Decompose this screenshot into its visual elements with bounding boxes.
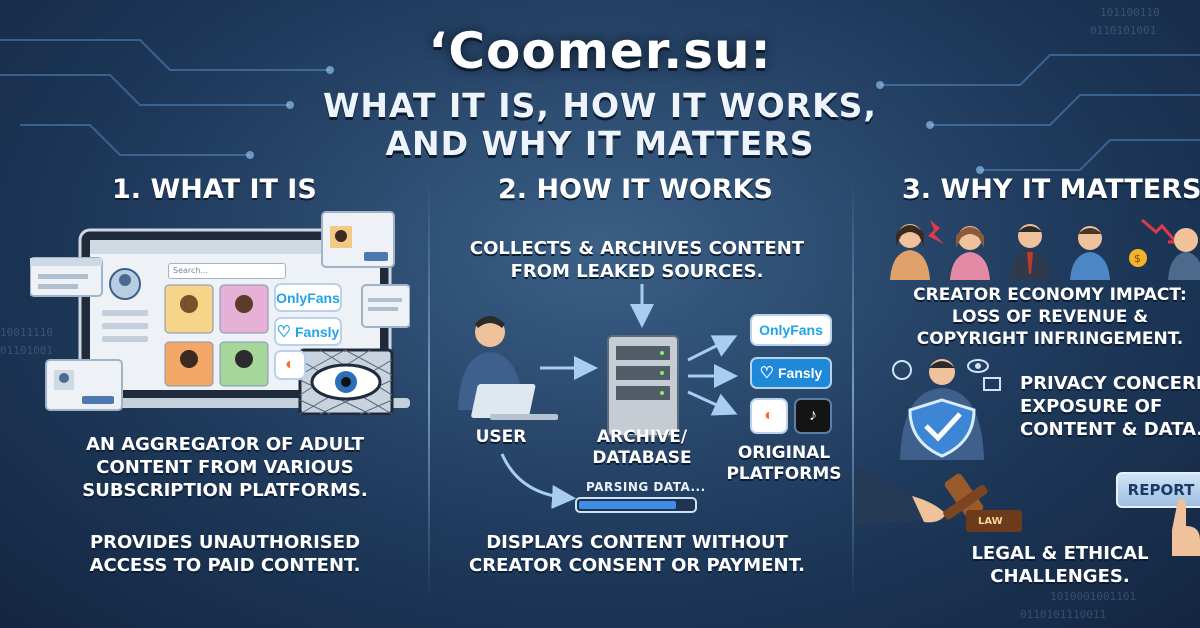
caption-line: EXPOSURE OF <box>1020 396 1163 417</box>
caption-line: AN AGGREGATOR OF ADULT <box>85 434 365 455</box>
caption-line: SUBSCRIPTION PLATFORMS. <box>82 480 368 501</box>
heart-lock-icon: ♡ <box>759 365 774 382</box>
c-logo-icon: ◐ <box>285 356 295 373</box>
gavel-hand-illustration <box>854 466 1022 532</box>
report-button[interactable]: REPORT <box>1116 472 1200 508</box>
caption-line: ACCESS TO PAID CONTENT. <box>89 555 361 576</box>
caption-line: PROVIDES UNAUTHORISED <box>89 532 361 553</box>
page-subtitle-line-1: WHAT IT IS, HOW IT WORKS, <box>323 86 877 125</box>
section-1-caption-1: AN AGGREGATOR OF ADULT CONTENT FROM VARI… <box>60 433 390 502</box>
caption-line: COLLECTS & ARCHIVES CONTENT <box>469 238 805 259</box>
svg-text:0110101110011: 0110101110011 <box>1020 608 1106 621</box>
caption-line: PRIVACY CONCERNS: <box>1020 373 1200 394</box>
caption-line: LOSS OF REVENUE & <box>951 307 1149 327</box>
parsing-status-text: PARSING DATA... <box>586 480 706 494</box>
pointing-hand-icon <box>1172 498 1200 556</box>
section-1-caption-2: PROVIDES UNAUTHORISED ACCESS TO PAID CON… <box>60 531 390 577</box>
caption-line: COPYRIGHT INFRINGEMENT. <box>916 329 1184 349</box>
privacy-shield-illustration <box>892 359 1001 460</box>
impact-caption: CREATOR ECONOMY IMPACT: LOSS OF REVENUE … <box>900 284 1200 350</box>
label-line: DATABASE <box>592 448 692 468</box>
onlyfans-logo-platform: OnlyFans <box>750 314 832 346</box>
orange-c-logo-platform: ◐ <box>750 398 788 434</box>
music-note-icon: ♪ <box>809 407 817 424</box>
onlyfans-logo-text: OnlyFans <box>276 289 340 306</box>
label-line: ORIGINAL <box>737 443 831 463</box>
caption-line: CREATOR ECONOMY IMPACT: <box>913 285 1187 305</box>
caption-line: FROM LEAKED SOURCES. <box>510 261 764 282</box>
svg-text:0110101001: 0110101001 <box>1090 24 1156 37</box>
section-2-bottom-caption: DISPLAYS CONTENT WITHOUT CREATOR CONSENT… <box>447 531 827 577</box>
svg-text:$: $ <box>1134 252 1141 265</box>
fansly-logo-platform: ♡ Fansly <box>750 357 832 389</box>
search-input: Search... <box>168 263 286 279</box>
c-logo-icon: ◐ <box>764 407 774 424</box>
platforms-label: ORIGINAL PLATFORMS <box>724 443 844 485</box>
parsing-progress-fill <box>579 501 676 509</box>
legal-caption: LEGAL & ETHICAL CHALLENGES. <box>960 542 1160 588</box>
section-2-top-caption: COLLECTS & ARCHIVES CONTENT FROM LEAKED … <box>447 237 827 283</box>
caption-line: CREATOR CONSENT OR PAYMENT. <box>469 555 805 576</box>
section-3-heading: 3. WHY IT MATTERS <box>902 174 1200 205</box>
svg-text:1010001001101: 1010001001101 <box>1050 590 1136 603</box>
aggregator-site-illustration <box>30 211 410 415</box>
heart-lock-icon: ♡ <box>276 323 291 341</box>
how-it-works-flow-illustration <box>458 284 738 513</box>
page-subtitle-line-2: AND WHY IT MATTERS <box>385 124 815 163</box>
divider-left <box>428 180 430 600</box>
orange-c-logo: ◐ <box>274 350 306 380</box>
caption-line: CONTENT & DATA. <box>1020 419 1200 440</box>
section-2-heading: 2. HOW IT WORKS <box>498 174 773 205</box>
caption-line: CHALLENGES. <box>990 566 1130 587</box>
label-line: PLATFORMS <box>726 464 842 484</box>
fansly-logo: ♡ Fansly <box>274 317 342 346</box>
archive-label: ARCHIVE/ DATABASE <box>582 427 702 469</box>
svg-text:01101001: 01101001 <box>0 344 53 357</box>
affected-people-illustration: $ <box>890 218 1200 280</box>
privacy-caption: PRIVACY CONCERNS: EXPOSURE OF CONTENT & … <box>1020 372 1200 441</box>
svg-text:10011110: 10011110 <box>0 326 53 339</box>
caption-line: CONTENT FROM VARIOUS <box>96 457 354 478</box>
fansly-logo-text: Fansly <box>777 365 823 381</box>
user-label: USER <box>475 427 527 447</box>
caption-line: DISPLAYS CONTENT WITHOUT <box>486 532 788 553</box>
label-line: ARCHIVE/ <box>596 427 688 447</box>
onlyfans-logo-text: OnlyFans <box>759 322 823 338</box>
svg-text:101100110: 101100110 <box>1100 6 1160 19</box>
page-title: ‘Coomer.su: <box>428 22 772 80</box>
caption-line: LEGAL & ETHICAL <box>971 543 1149 564</box>
onlyfans-logo: OnlyFans <box>274 283 342 312</box>
tiktok-logo-platform: ♪ <box>794 398 832 434</box>
fansly-logo-text: Fansly <box>294 323 340 340</box>
section-1-heading: 1. WHAT IT IS <box>112 174 317 205</box>
law-block-label: LAW <box>978 516 1003 527</box>
divider-right <box>852 180 854 600</box>
